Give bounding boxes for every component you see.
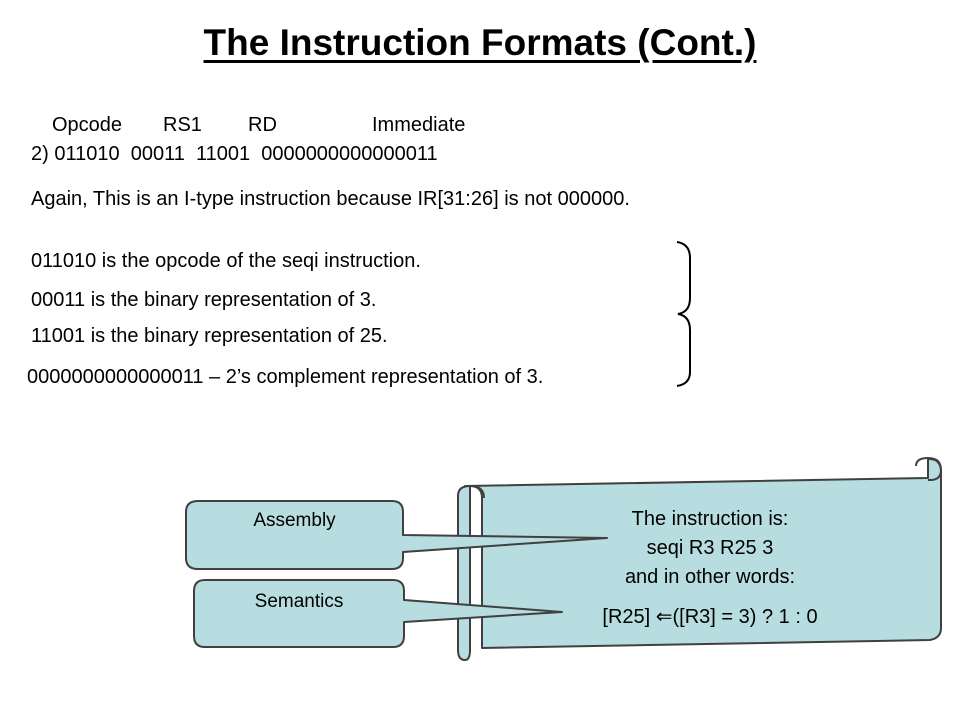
- scroll-line-words: and in other words:: [624, 566, 796, 588]
- assembly-callout-shape: [185, 500, 608, 570]
- assembly-label: Assembly: [253, 510, 336, 531]
- scroll-line-instruction: seqi R3 R25 3: [646, 537, 774, 559]
- semantics-callout-shape: [193, 579, 563, 648]
- right-brace: [676, 241, 691, 387]
- detail-immediate: 0000000000000011 – 2’s complement repres…: [27, 366, 544, 388]
- scroll-line-semantics: [R25] ⇐([R3] = 3) ? 1 : 0: [602, 606, 818, 628]
- semantics-label: Semantics: [254, 591, 344, 612]
- detail-opcode: 011010 is the opcode of the seqi instruc…: [31, 250, 421, 272]
- scroll-line-intro: The instruction is:: [631, 508, 789, 530]
- rs1-header: RS1: [163, 114, 202, 136]
- slide-title: The Instruction Formats (Cont.): [203, 22, 757, 63]
- binary-instruction-line: 2) 011010 00011 11001 0000000000000011: [31, 143, 438, 165]
- immediate-header: Immediate: [372, 114, 466, 136]
- opcode-header: Opcode: [52, 114, 123, 136]
- detail-rd: 11001 is the binary representation of 25…: [31, 325, 388, 347]
- itype-explanation: Again, This is an I-type instruction bec…: [31, 188, 630, 210]
- detail-rs1: 00011 is the binary representation of 3.: [31, 289, 377, 311]
- rd-header: RD: [248, 114, 277, 136]
